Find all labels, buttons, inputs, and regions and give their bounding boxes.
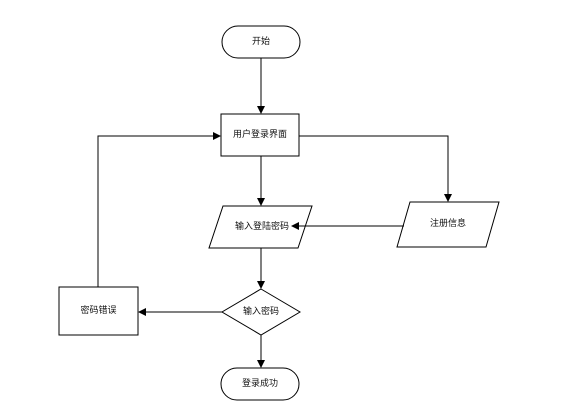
login-screen-node	[220, 113, 300, 157]
arrow-error-to-login	[97, 132, 221, 287]
register-info-node	[396, 201, 500, 248]
start-node	[221, 25, 301, 59]
input-password-node	[208, 205, 313, 249]
password-error-node	[58, 286, 139, 336]
password-check-node	[221, 288, 301, 336]
arrow-login-to-register	[299, 135, 452, 202]
login-success-node	[220, 367, 300, 401]
